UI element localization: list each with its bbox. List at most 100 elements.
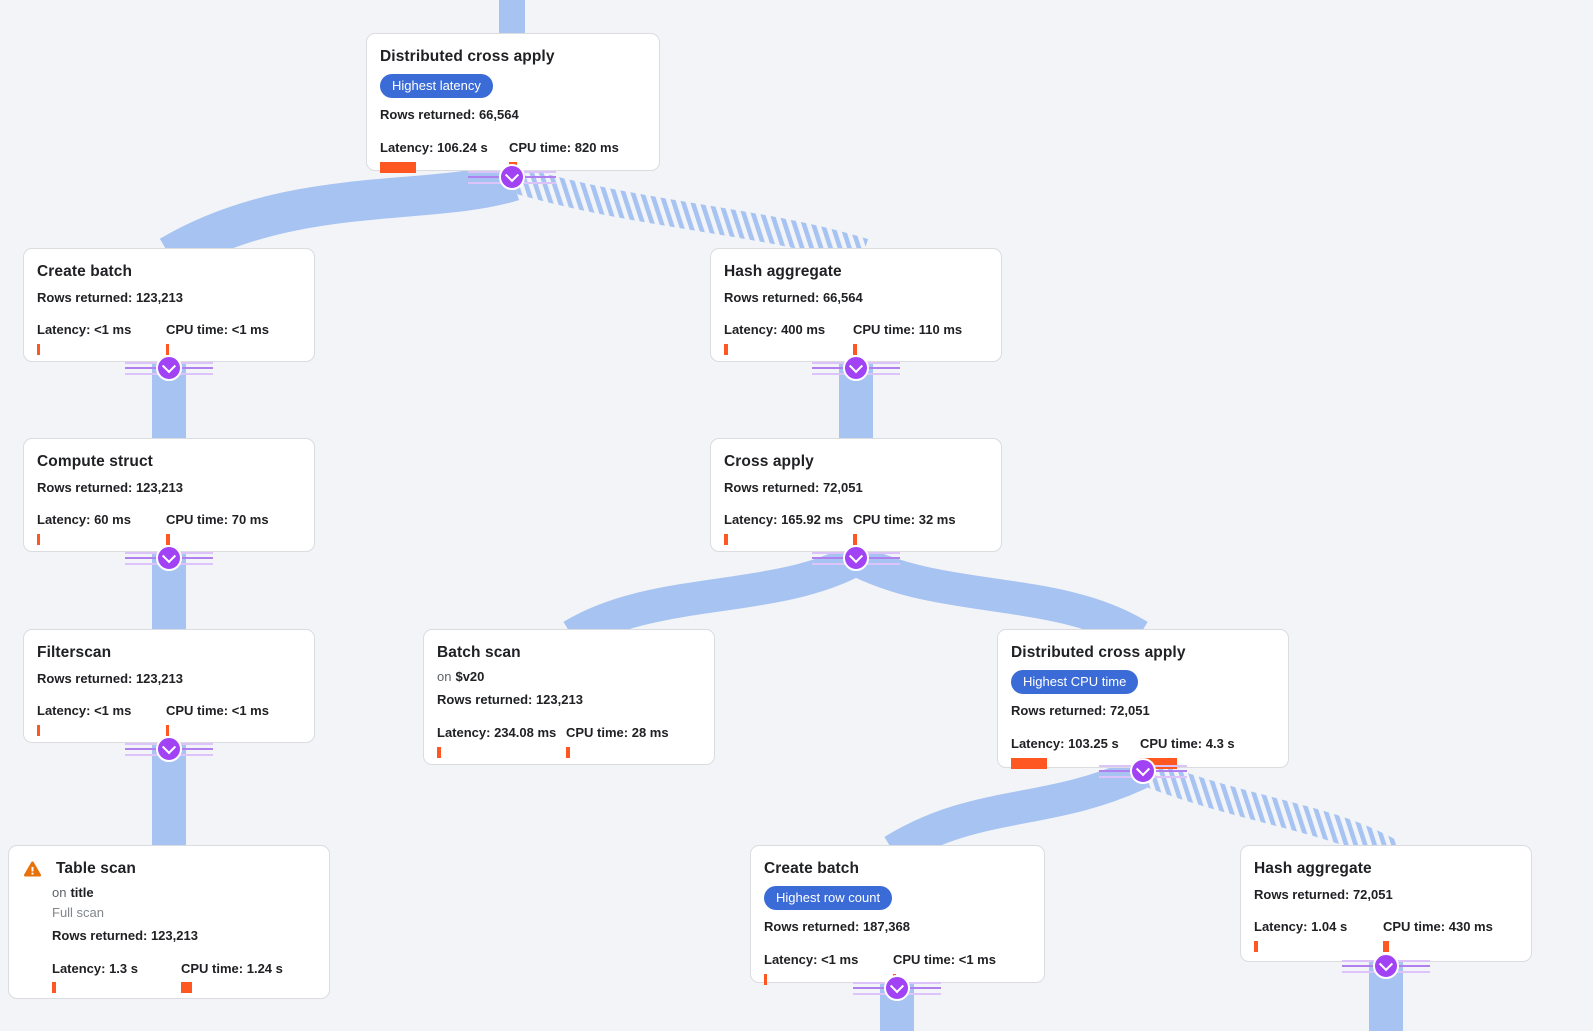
chevron-down-icon[interactable] (499, 164, 525, 190)
plan-node-create-batch-1[interactable]: Create batch Rows returned: 123,213 Late… (23, 248, 315, 362)
cpu-time-bar (166, 534, 170, 546)
expand-collapse-connector[interactable] (125, 355, 213, 381)
edge-dca-right-to-hash-aggregate-2 (1142, 760, 1399, 865)
highest-latency-badge: Highest latency (380, 73, 493, 99)
chevron-down-icon[interactable] (843, 355, 869, 381)
cpu-time-label: CPU time: 820 ms (509, 140, 619, 156)
plan-node-distributed-cross-apply-top[interactable]: Distributed cross apply Highest latency … (366, 33, 660, 173)
cpu-time-bar (853, 344, 857, 356)
rows-returned: Rows returned: 123,213 (37, 289, 183, 305)
node-title: Create batch (764, 860, 860, 877)
chevron-down-icon[interactable] (156, 736, 182, 762)
rows-returned: Rows returned: 72,051 (1254, 886, 1393, 902)
highest-cpu-time-badge: Highest CPU time (1011, 669, 1139, 695)
expand-collapse-connector[interactable] (1342, 953, 1430, 979)
latency-label: Latency: 165.92 ms (724, 512, 844, 528)
node-title: Cross apply (724, 453, 814, 470)
latency-label: Latency: <1 ms (37, 703, 132, 719)
expand-collapse-connector[interactable] (812, 355, 900, 381)
node-title: Filterscan (37, 644, 112, 661)
latency-bar (37, 344, 40, 356)
plan-node-hash-aggregate-1[interactable]: Hash aggregate Rows returned: 66,564 Lat… (710, 248, 1002, 362)
expand-collapse-connector[interactable] (125, 736, 213, 762)
latency-label: Latency: 400 ms (724, 322, 826, 338)
cpu-time-bar (166, 725, 169, 737)
highest-row-count-badge: Highest row count (764, 885, 893, 911)
latency-label: Latency: 234.08 ms (437, 725, 557, 741)
expand-collapse-connector[interactable] (468, 164, 556, 190)
rows-returned: Rows returned: 72,051 (1011, 703, 1150, 719)
latency-label: Latency: 1.3 s (52, 960, 138, 976)
latency-bar (52, 982, 56, 994)
cpu-time-bar (566, 746, 570, 758)
cpu-time-label: CPU time: 110 ms (853, 322, 963, 338)
rows-returned: Rows returned: 66,564 (724, 289, 863, 305)
chevron-down-icon[interactable] (156, 355, 182, 381)
latency-label: Latency: <1 ms (764, 952, 859, 968)
node-title: Distributed cross apply (1011, 644, 1186, 661)
cpu-time-label: CPU time: 28 ms (566, 725, 669, 741)
plan-node-hash-aggregate-2[interactable]: Hash aggregate Rows returned: 72,051 Lat… (1240, 845, 1532, 962)
node-title: Compute struct (37, 453, 153, 470)
plan-node-cross-apply[interactable]: Cross apply Rows returned: 72,051 Latenc… (710, 438, 1002, 552)
expand-collapse-connector[interactable] (812, 545, 900, 571)
cpu-time-label: CPU time: 4.3 s (1140, 736, 1235, 752)
cpu-time-label: CPU time: <1 ms (166, 322, 269, 338)
latency-label: Latency: 103.25 s (1011, 736, 1119, 752)
edge-cross-apply-to-batch-scan (563, 546, 861, 651)
latency-bar (437, 746, 441, 758)
chevron-down-icon[interactable] (1373, 953, 1399, 979)
plan-node-distributed-cross-apply-right[interactable]: Distributed cross apply Highest CPU time… (997, 629, 1289, 769)
latency-bar (380, 161, 416, 173)
rows-returned: Rows returned: 66,564 (380, 107, 519, 123)
cpu-time-label: CPU time: 1.24 s (181, 960, 283, 976)
expand-collapse-connector[interactable] (853, 975, 941, 1001)
expand-collapse-connector[interactable] (1099, 758, 1187, 784)
cpu-time-bar (166, 344, 169, 356)
cpu-time-label: CPU time: <1 ms (166, 703, 269, 719)
plan-node-compute-struct[interactable]: Compute struct Rows returned: 123,213 La… (23, 438, 315, 552)
node-title: Distributed cross apply (380, 48, 555, 65)
expand-collapse-connector[interactable] (125, 545, 213, 571)
latency-label: Latency: 1.04 s (1254, 919, 1348, 935)
latency-bar (1011, 757, 1047, 769)
cpu-time-bar (853, 534, 857, 546)
latency-bar (724, 344, 728, 356)
cpu-time-label: CPU time: <1 ms (893, 952, 996, 968)
scan-target: on$v20 (437, 668, 485, 684)
chevron-down-icon[interactable] (843, 545, 869, 571)
edge-root-incoming (499, 0, 525, 34)
latency-bar (1254, 941, 1258, 953)
cpu-time-label: CPU time: 32 ms (853, 512, 956, 528)
edge-cross-apply-to-dca-right (851, 546, 1148, 651)
edge-dca-top-to-hash-aggregate-1 (513, 167, 869, 265)
plan-node-batch-scan[interactable]: Batch scan on$v20 Rows returned: 123,213… (423, 629, 715, 765)
cpu-time-label: CPU time: 430 ms (1383, 919, 1493, 935)
latency-bar (764, 973, 767, 985)
chevron-down-icon[interactable] (1130, 758, 1156, 784)
latency-label: Latency: 106.24 s (380, 140, 488, 156)
rows-returned: Rows returned: 123,213 (437, 692, 583, 708)
cpu-time-bar (181, 982, 192, 994)
node-title: Hash aggregate (724, 263, 842, 280)
latency-bar (37, 534, 40, 546)
plan-node-create-batch-2[interactable]: Create batch Highest row count Rows retu… (750, 845, 1045, 985)
edge-dca-top-to-create-batch-1 (159, 161, 519, 274)
latency-bar (37, 725, 40, 737)
latency-label: Latency: 60 ms (37, 512, 131, 528)
node-title: Batch scan (437, 644, 521, 661)
node-title: Create batch (37, 263, 133, 280)
warning-icon (22, 859, 43, 880)
chevron-down-icon[interactable] (884, 975, 910, 1001)
edge-dca-right-to-create-batch-2 (884, 758, 1147, 866)
cpu-time-label: CPU time: 70 ms (166, 512, 269, 528)
chevron-down-icon[interactable] (156, 545, 182, 571)
latency-bar (724, 534, 728, 546)
scan-type-note: Full scan (52, 904, 105, 920)
plan-node-filterscan[interactable]: Filterscan Rows returned: 123,213 Latenc… (23, 629, 315, 743)
cpu-time-bar (1140, 757, 1177, 769)
node-title: Hash aggregate (1254, 860, 1372, 877)
